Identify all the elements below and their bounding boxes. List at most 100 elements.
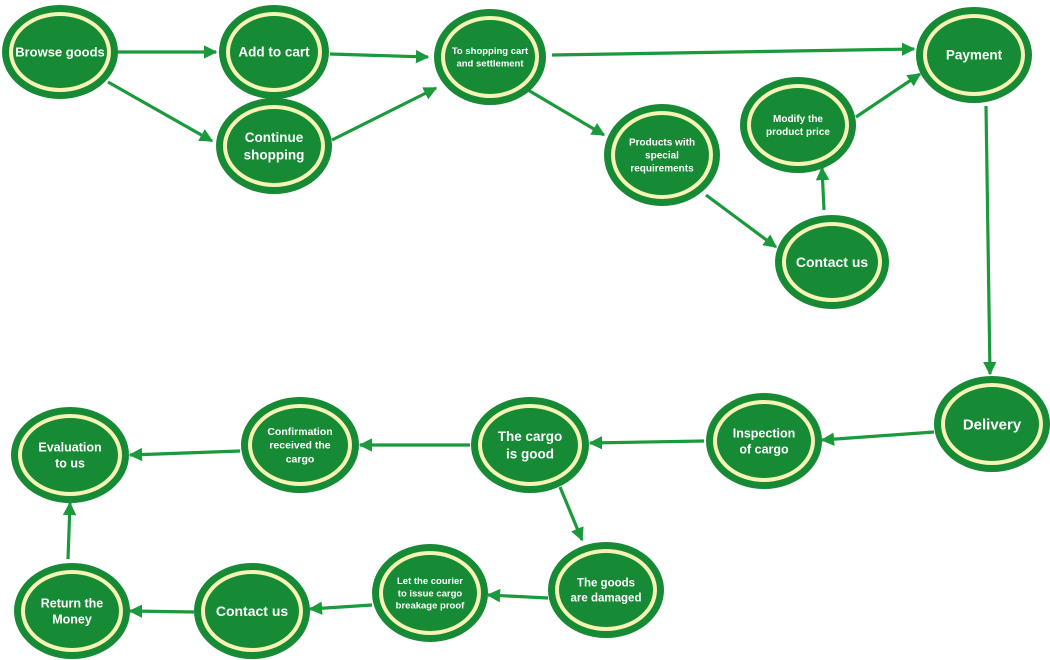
node-inner-fill [13,16,107,88]
node-label: Payment [946,48,1003,63]
node-label-line: Let the courier [397,576,463,587]
node-label-line: product price [766,127,830,138]
node-label-line: shopping [244,148,305,163]
node-inner-fill [22,418,118,492]
node-inner-fill [227,109,321,183]
node-browse-goods: Browse goods [2,5,118,99]
node-label-line: received the [269,440,330,452]
node-label-line: Continue [245,130,304,145]
node-continue-shopping: Continue shopping [216,98,332,194]
node-label-line: Browse goods [15,45,105,60]
node-delivery: Delivery [934,376,1050,472]
node-label: The cargo is good [498,429,563,462]
node-label: Products with special requirements [629,138,695,175]
node-label-line: requirements [630,164,694,175]
node-shopping-cart-settlement: To shopping cart and settlement [434,9,546,105]
node-special-requirements: Products with special requirements [604,104,720,206]
node-label: Add to cart [238,45,310,60]
arrow-delivery-to-inspection-of-cargo [820,430,935,446]
node-label: Modify the product price [766,114,830,138]
node-label: Contact us [796,254,869,270]
node-label-line: are damaged [571,593,642,605]
node-label: Browse goods [15,45,105,60]
node-goods-damaged: The goods are damaged [548,542,664,638]
arrow-goods-damaged-to-courier-breakage-proof [486,588,549,603]
arrow-inspection-of-cargo-to-cargo-is-good [588,436,705,450]
arrow-browse-goods-to-continue-shopping [107,80,214,143]
node-label-line: to issue cargo [398,588,463,599]
node-label-line: Add to cart [238,45,310,60]
node-inspection-of-cargo: Inspection of cargo [706,393,822,489]
node-label-line: to us [55,457,85,471]
arrow-continue-shopping-to-shopping-cart-settlement [331,86,438,142]
arrow-special-requirements-to-contact-us-top [705,193,778,249]
node-inner-fill [252,408,348,482]
node-label-line: special [645,151,679,162]
node-label-line: Money [52,613,92,627]
node-inner-fill [927,18,1021,92]
node-payment: Payment [916,7,1032,103]
node-label-line: Products with [629,138,695,149]
node-inner-fill [482,408,578,482]
node-add-to-cart: Add to cart [219,5,329,99]
arrow-return-the-money-to-evaluation-to-us [62,501,77,560]
node-label-line: and settlement [456,59,524,70]
node-contact-us-bottom: Contact us [194,563,310,659]
node-label-line: is good [506,447,554,462]
arrow-contact-us-top-to-modify-price [815,166,830,211]
node-cargo-is-good: The cargo is good [471,397,589,493]
node-inner-fill [751,88,845,162]
node-label-line: To shopping cart [452,46,529,57]
node-label-line: breakage proof [396,601,465,612]
node-modify-price: Modify the product price [740,77,856,173]
arrow-contact-us-bottom-to-return-the-money [128,604,195,618]
node-inner-fill [25,574,119,648]
arrow-add-to-cart-to-shopping-cart-settlement [329,49,430,64]
node-inner-fill [615,115,709,195]
edges-layer [62,42,997,618]
node-inner-fill [445,20,535,94]
node-label: To shopping cart and settlement [452,46,529,69]
node-label-line: The goods [577,578,635,590]
node-label-line: of cargo [739,443,789,457]
node-label: Delivery [963,416,1022,433]
node-label-line: Delivery [963,416,1022,433]
arrow-cargo-is-good-to-goods-damaged [558,486,584,542]
arrow-shopping-cart-settlement-to-payment [551,42,916,57]
node-evaluation-to-us: Evaluation to us [11,407,129,503]
node-inner-fill [559,553,653,627]
arrow-shopping-cart-settlement-to-special-requirements [527,88,606,137]
node-label-line: Confirmation [267,426,332,438]
node-label-line: Contact us [216,603,289,619]
node-label-line: Evaluation [38,440,101,454]
node-label-line: Return the [41,596,104,610]
arrow-courier-breakage-proof-to-contact-us-bottom [308,601,373,615]
node-inner-fill [230,16,318,88]
node-inner-fill [786,226,878,298]
node-label: Inspection of cargo [733,426,796,456]
node-label: Continue shopping [244,130,305,163]
node-inner-fill [383,555,477,631]
node-label-line: Inspection [733,426,796,440]
node-inner-fill [945,387,1039,461]
node-label: Evaluation to us [38,440,101,470]
node-label-line: The cargo [498,429,563,444]
arrow-modify-price-to-payment [855,72,922,119]
node-inner-fill [717,404,811,478]
arrow-confirmation-received-to-evaluation-to-us [128,447,241,462]
node-label: The goods are damaged [571,578,642,605]
node-inner-fill [205,574,299,648]
node-label-line: cargo [286,453,315,465]
node-label: Contact us [216,603,289,619]
node-label-line: Modify the [773,114,823,125]
node-contact-us-top: Contact us [775,215,889,309]
arrow-payment-to-delivery [983,105,997,376]
